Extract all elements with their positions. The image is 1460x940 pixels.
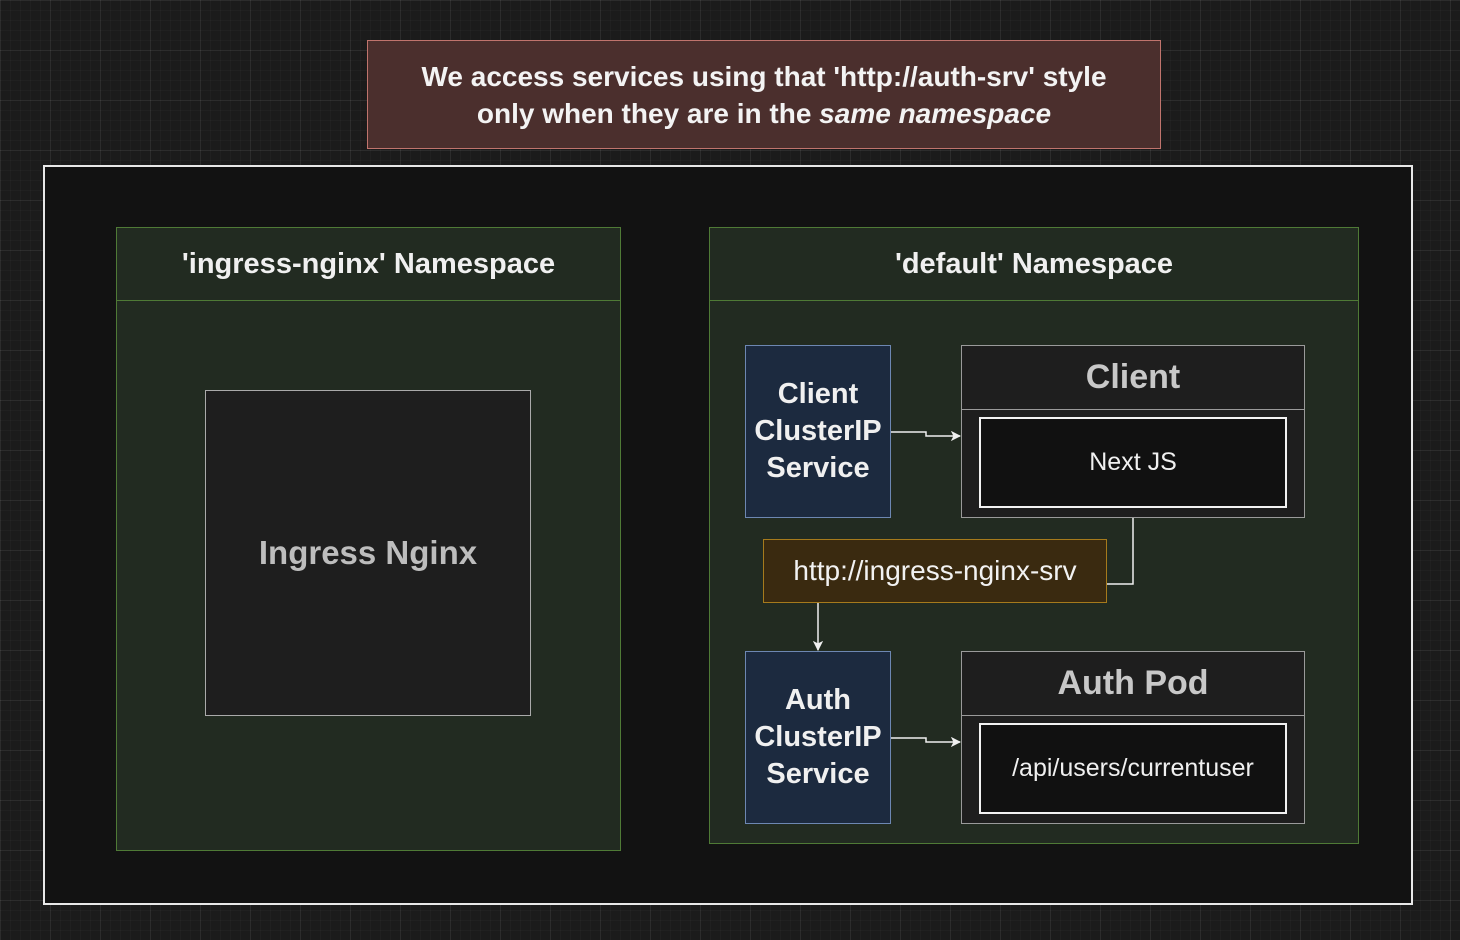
- pod-container-label: /api/users/currentuser: [1012, 754, 1254, 782]
- client-clusterip-service: Client ClusterIP Service: [745, 345, 891, 518]
- pod-container: Next JS: [979, 417, 1287, 508]
- pod-container-label: Next JS: [1089, 448, 1177, 476]
- service-label-line: ClusterIP: [754, 415, 882, 447]
- ingress-url-text: http://ingress-nginx-srv: [793, 555, 1077, 586]
- pod-title: Auth Pod: [962, 652, 1304, 716]
- namespace-title: 'default' Namespace: [710, 228, 1358, 301]
- note-line-1: We access services using that 'http://au…: [421, 60, 1107, 92]
- note-line-2-text: only when they are in the: [476, 97, 820, 129]
- ingress-nginx-label: Ingress Nginx: [258, 534, 478, 571]
- service-label-line: Client: [777, 378, 859, 410]
- ingress-nginx-box: Ingress Nginx: [205, 390, 531, 716]
- service-label-line: Service: [766, 452, 870, 484]
- auth-service-to-pod-arrow: [891, 738, 960, 742]
- service-label-line: ClusterIP: [754, 721, 882, 753]
- client-pod: Client Next JS: [961, 345, 1305, 518]
- ingress-url-label: http://ingress-nginx-srv: [763, 539, 1107, 603]
- client-pod-to-url-connector: [1107, 518, 1134, 585]
- service-label-line: Auth: [784, 684, 852, 716]
- service-label-line: Service: [766, 758, 870, 790]
- client-service-to-pod-arrow: [891, 432, 960, 436]
- auth-clusterip-service: Auth ClusterIP Service: [745, 651, 891, 824]
- pod-title: Client: [962, 346, 1304, 410]
- pod-container: /api/users/currentuser: [979, 723, 1287, 814]
- note-emphasis: same namespace: [819, 97, 1052, 129]
- note-line-2: only when they are in the same namespace: [477, 95, 1051, 132]
- namespace-title: 'ingress-nginx' Namespace: [117, 228, 620, 301]
- note-box: We access services using that 'http://au…: [367, 40, 1161, 149]
- namespace-ingress-nginx: 'ingress-nginx' Namespace: [116, 227, 621, 851]
- auth-pod: Auth Pod /api/users/currentuser: [961, 651, 1305, 824]
